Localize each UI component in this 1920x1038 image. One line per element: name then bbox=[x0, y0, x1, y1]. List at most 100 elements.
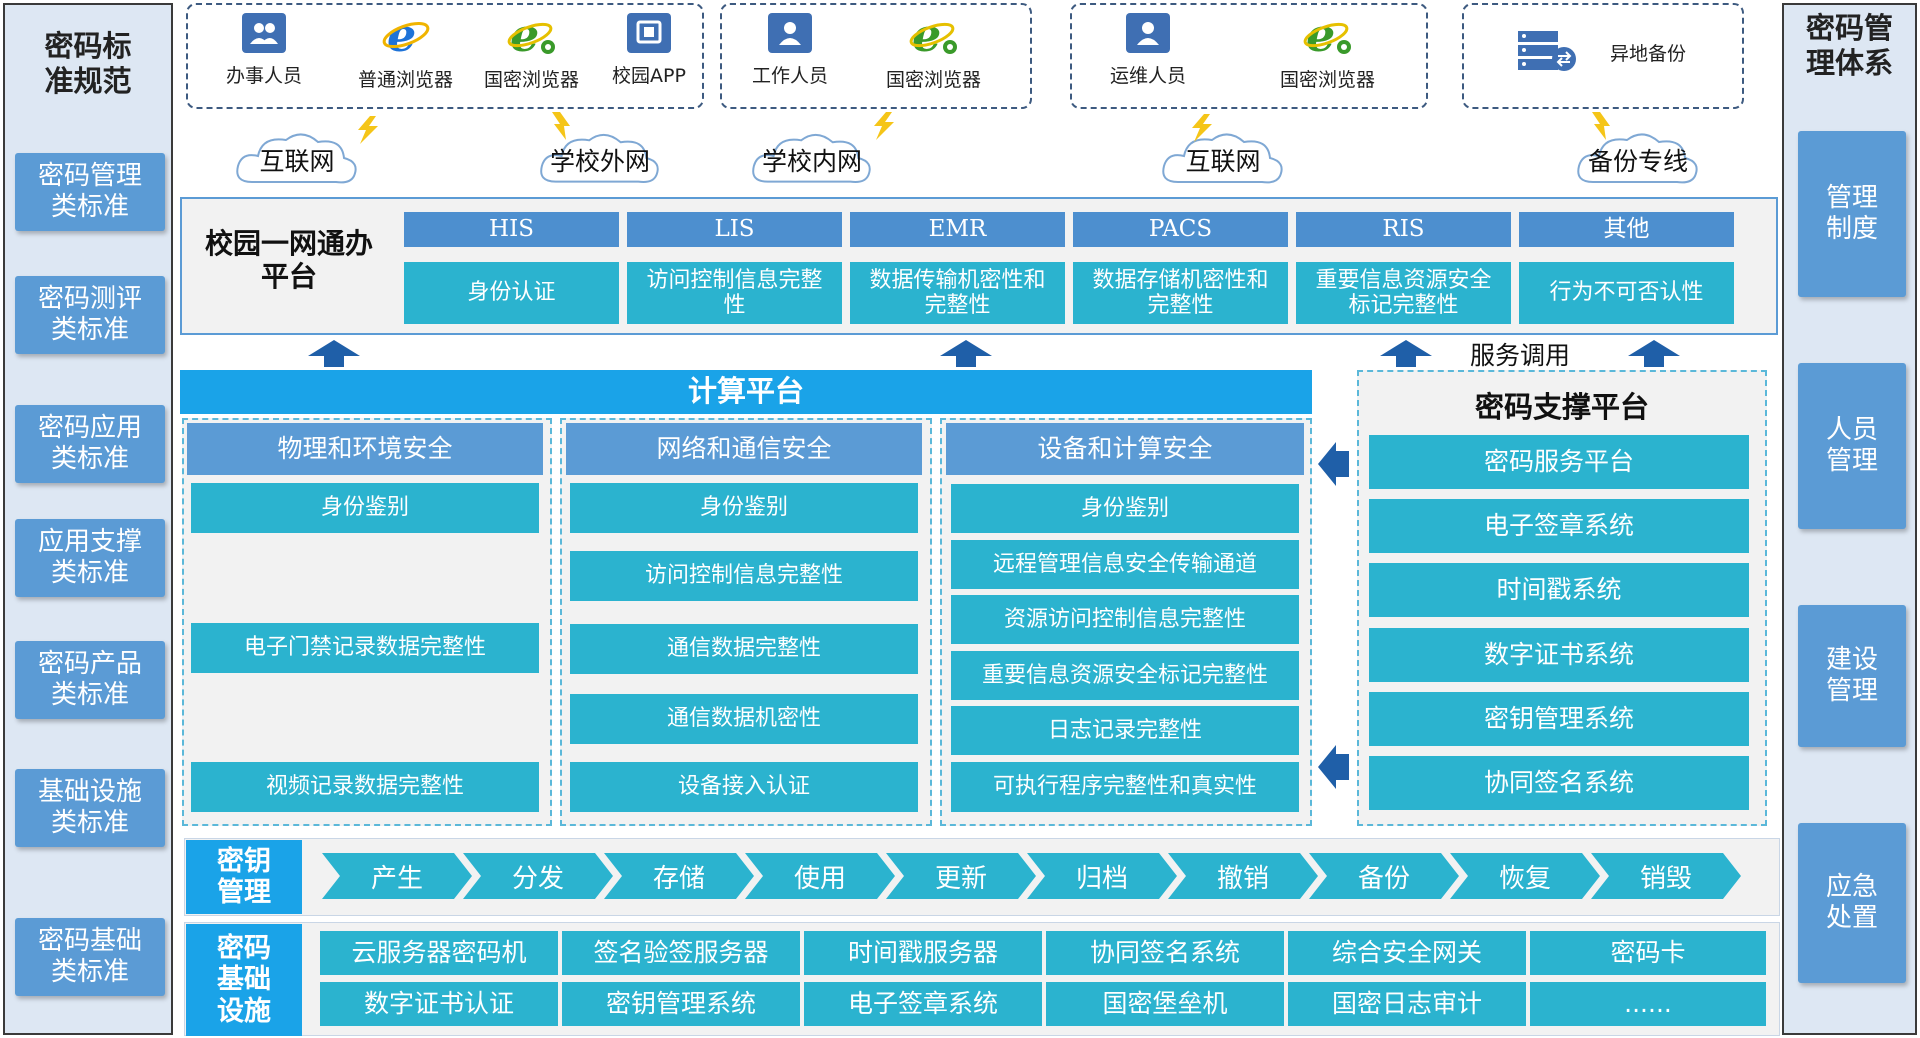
mgmt-construction[interactable]: 建设 管理 bbox=[1798, 605, 1906, 747]
key-stage-2[interactable]: 分发 bbox=[463, 853, 613, 899]
phys-identity[interactable]: 身份鉴别 bbox=[191, 483, 539, 533]
infra-key-mgmt[interactable]: 密钥管理系统 bbox=[562, 982, 800, 1026]
key-stage-10[interactable]: 销毁 bbox=[1591, 853, 1741, 899]
cap-security-label[interactable]: 重要信息资源安全 标记完整性 bbox=[1296, 262, 1511, 324]
net-identity[interactable]: 身份鉴别 bbox=[570, 483, 918, 533]
system-pacs[interactable]: PACS bbox=[1073, 212, 1288, 247]
cloud-icon bbox=[540, 133, 659, 183]
person-icon bbox=[1126, 13, 1170, 53]
dev-security-label[interactable]: 重要信息资源安全标记完整性 bbox=[951, 651, 1299, 700]
system-his[interactable]: HIS bbox=[404, 212, 619, 247]
infra-sign-verify-server[interactable]: 签名验签服务器 bbox=[562, 931, 800, 975]
infra-security-gateway[interactable]: 综合安全网关 bbox=[1288, 931, 1526, 975]
mgmt-policy[interactable]: 管理 制度 bbox=[1798, 131, 1906, 297]
standard-application[interactable]: 密码应用 类标准 bbox=[15, 405, 165, 483]
e-seal-system[interactable]: 电子签章系统 bbox=[1369, 499, 1749, 553]
standard-evaluation[interactable]: 密码测评 类标准 bbox=[15, 276, 165, 354]
standard-app-support[interactable]: 应用支撑 类标准 bbox=[15, 519, 165, 597]
crypto-service-platform[interactable]: 密码服务平台 bbox=[1369, 435, 1749, 489]
cap-non-repudiation[interactable]: 行为不可否认性 bbox=[1519, 262, 1734, 324]
mgmt-emergency[interactable]: 应急 处置 bbox=[1798, 823, 1906, 983]
user-browser[interactable]: e 普通浏览器 bbox=[358, 11, 453, 92]
net-data-integrity[interactable]: 通信数据完整性 bbox=[570, 624, 918, 674]
system-ris[interactable]: RIS bbox=[1296, 212, 1511, 247]
user-gm-browser[interactable]: e 国密浏览器 bbox=[484, 11, 579, 92]
user-ops[interactable]: 运维人员 bbox=[1110, 13, 1186, 88]
key-stage-3[interactable]: 存储 bbox=[604, 853, 754, 899]
cap-identity-auth[interactable]: 身份认证 bbox=[404, 262, 619, 324]
standard-management[interactable]: 密码管理 类标准 bbox=[15, 153, 165, 231]
backup-label: 异地备份 bbox=[1610, 43, 1687, 65]
left-arrow-icon bbox=[1318, 745, 1336, 789]
mgmt-personnel[interactable]: 人员 管理 bbox=[1798, 363, 1906, 529]
infra-timestamp-server[interactable]: 时间戳服务器 bbox=[804, 931, 1042, 975]
lightning-icon bbox=[874, 112, 894, 140]
up-arrow-icon bbox=[1380, 340, 1432, 356]
infra-e-seal[interactable]: 电子签章系统 bbox=[804, 982, 1042, 1026]
cloud-internal: 学校内网 bbox=[748, 128, 876, 190]
user-label: 国密浏览器 bbox=[484, 69, 580, 91]
infra-more: ...... bbox=[1530, 982, 1766, 1026]
key-stage-1[interactable]: 产生 bbox=[322, 853, 472, 899]
cap-transmission[interactable]: 数据传输机密性和 完整性 bbox=[850, 262, 1065, 324]
timestamp-system[interactable]: 时间戳系统 bbox=[1369, 563, 1749, 617]
infra-crypto-card[interactable]: 密码卡 bbox=[1530, 931, 1766, 975]
key-stage-9[interactable]: 恢复 bbox=[1450, 853, 1600, 899]
key-stage-5[interactable]: 更新 bbox=[886, 853, 1036, 899]
left-arrow-stem bbox=[1335, 754, 1349, 780]
digital-cert-system[interactable]: 数字证书系统 bbox=[1369, 628, 1749, 682]
net-access-control[interactable]: 访问控制信息完整性 bbox=[570, 551, 918, 601]
dev-executable[interactable]: 可执行程序完整性和真实性 bbox=[951, 762, 1299, 812]
standard-infrastructure[interactable]: 基础设施 类标准 bbox=[15, 769, 165, 847]
cap-access-control[interactable]: 访问控制信息完整 性 bbox=[627, 262, 842, 324]
key-stage-8[interactable]: 备份 bbox=[1309, 853, 1459, 899]
dev-identity[interactable]: 身份鉴别 bbox=[951, 484, 1299, 533]
co-sign-system[interactable]: 协同签名系统 bbox=[1369, 756, 1749, 810]
system-other[interactable]: 其他 bbox=[1519, 212, 1734, 247]
user-group-ops: 运维人员 e 国密浏览器 bbox=[1070, 3, 1428, 109]
user-gm-browser[interactable]: e 国密浏览器 bbox=[886, 11, 981, 92]
key-management-label: 密钥 管理 bbox=[186, 840, 302, 914]
up-arrow-icon bbox=[1628, 340, 1680, 356]
person-icon bbox=[768, 13, 812, 53]
lightning-icon bbox=[358, 116, 378, 144]
net-device-access[interactable]: 设备接入认证 bbox=[570, 762, 918, 812]
cloud-icon bbox=[1162, 133, 1283, 184]
standard-basic[interactable]: 密码基础 类标准 bbox=[15, 918, 165, 996]
crypto-standards-panel: 密码标 准规范 密码管理 类标准 密码测评 类标准 密码应用 类标准 应用支撑 … bbox=[3, 3, 173, 1035]
user-label: 国密浏览器 bbox=[1280, 69, 1376, 91]
dev-log-integrity[interactable]: 日志记录完整性 bbox=[951, 706, 1299, 755]
key-mgmt-system[interactable]: 密钥管理系统 bbox=[1369, 692, 1749, 746]
system-emr[interactable]: EMR bbox=[850, 212, 1065, 247]
user-campus-app[interactable]: 校园APP bbox=[612, 13, 686, 88]
user-group-backup: 异地备份 bbox=[1462, 3, 1744, 109]
net-data-confidentiality[interactable]: 通信数据机密性 bbox=[570, 694, 918, 744]
infra-bastion-host[interactable]: 国密堡垒机 bbox=[1046, 982, 1284, 1026]
key-stage-7[interactable]: 撤销 bbox=[1168, 853, 1318, 899]
key-stage-6[interactable]: 归档 bbox=[1027, 853, 1177, 899]
network-label: 互联网 bbox=[1185, 147, 1261, 176]
key-stage-4[interactable]: 使用 bbox=[745, 853, 895, 899]
system-lis[interactable]: LIS bbox=[627, 212, 842, 247]
phys-video[interactable]: 视频记录数据完整性 bbox=[191, 762, 539, 812]
infra-cloud-hsm[interactable]: 云服务器密码机 bbox=[320, 931, 558, 975]
network-security-header: 网络和通信安全 bbox=[566, 423, 922, 475]
standard-product[interactable]: 密码产品 类标准 bbox=[15, 641, 165, 719]
dev-remote-channel[interactable]: 远程管理信息安全传输通道 bbox=[951, 540, 1299, 589]
network-label: 学校外网 bbox=[549, 147, 650, 176]
cloud-icon bbox=[236, 133, 357, 184]
user-gm-browser[interactable]: e 国密浏览器 bbox=[1280, 11, 1375, 92]
user-clerk[interactable]: 办事人员 bbox=[226, 13, 302, 88]
ie-browser-icon: e bbox=[382, 11, 429, 57]
infra-digital-cert[interactable]: 数字证书认证 bbox=[320, 982, 558, 1026]
infra-log-audit[interactable]: 国密日志审计 bbox=[1288, 982, 1526, 1026]
left-arrow-icon bbox=[1318, 442, 1336, 486]
lightning-icon bbox=[552, 112, 570, 140]
service-call-label: 服务调用 bbox=[1470, 341, 1571, 370]
dev-resource-access[interactable]: 资源访问控制信息完整性 bbox=[951, 595, 1299, 644]
user-staff[interactable]: 工作人员 bbox=[752, 13, 828, 88]
cloud-internet-2: 互联网 bbox=[1158, 128, 1288, 190]
infra-co-sign[interactable]: 协同签名系统 bbox=[1046, 931, 1284, 975]
phys-door-access[interactable]: 电子门禁记录数据完整性 bbox=[191, 623, 539, 673]
cap-storage[interactable]: 数据存储机密性和 完整性 bbox=[1073, 262, 1288, 324]
